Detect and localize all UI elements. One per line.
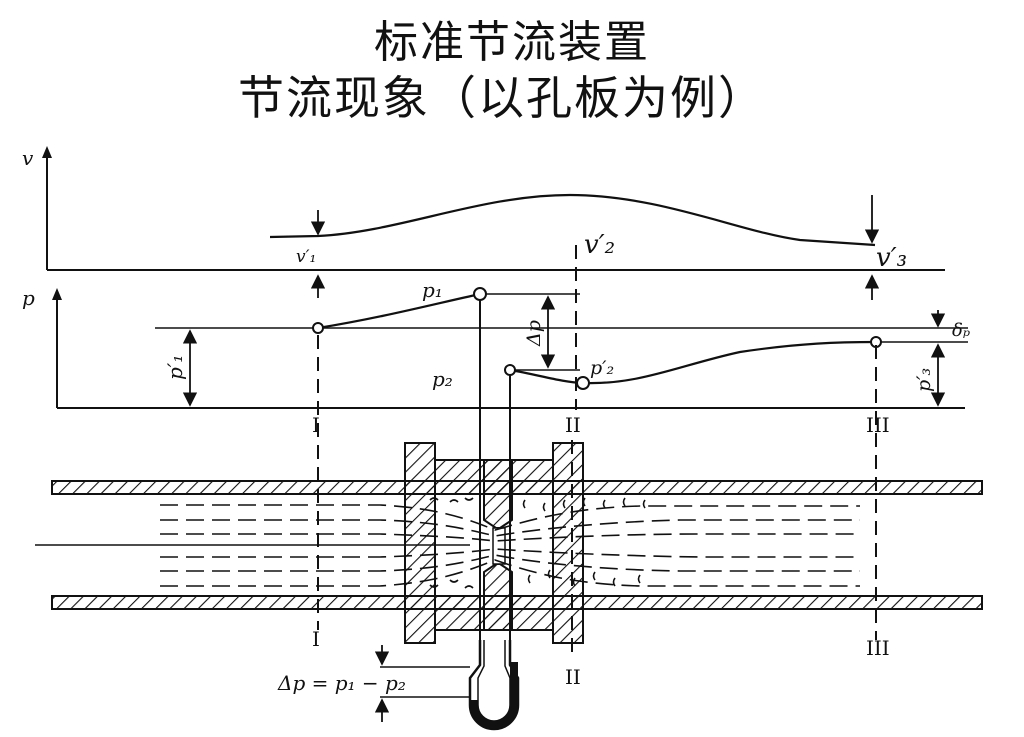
delta-p-label: Δp [523,320,545,347]
p2-prime-label: p′₂ [590,357,614,379]
p1-label: p₁ [422,278,443,302]
main-title: 标准节流装置 [374,17,650,68]
streamline [160,519,860,537]
orifice-plate-top [483,459,513,529]
manometer-inner-tube [477,640,511,722]
pressure-axis-arrow-icon [52,288,62,300]
eddy-marks [429,497,646,589]
section-2-bottom-label: II [565,665,581,689]
section-3-top-label: III [866,413,890,437]
p2-label: p₂ [432,367,453,391]
streamline [160,504,860,531]
orifice-plate-bottom [483,563,513,631]
point-p1 [473,287,487,301]
upstream-flange [404,442,436,644]
manometer-fluid [470,662,518,729]
streamline [160,548,860,558]
section-2-top-label: II [565,413,581,437]
streamline [160,554,860,572]
delta-loss-label: δₚ [952,320,970,341]
u-tube-manometer: Δp = p₁ − p₂ [277,640,520,731]
streamline [160,559,860,587]
velocity-axis-label: v [22,146,34,170]
pressure-difference-equation: Δp = p₁ − p₂ [277,671,406,695]
orifice-plate-assembly [404,442,584,644]
section-1-top-label: I [312,413,320,437]
section-1-bottom-label: I [312,627,320,651]
v1-label: v′₁ [296,247,316,267]
downstream-flange [552,442,584,644]
v2-label: v′₂ [584,230,615,260]
streamline [160,533,860,542]
point-p1-prime [312,322,324,334]
velocity-curve [269,193,876,247]
point-p2-prime [576,376,590,390]
v3-label: v′₃ [876,243,907,273]
flow-streamlines [160,504,860,587]
velocity-axis-arrow-icon [42,146,52,158]
p1-prime-label: p′₁ [163,355,187,380]
section-3-bottom-label: III [866,636,890,660]
p3-prime-label: p′₃ [913,368,935,392]
pressure-curve-downstream [509,340,877,385]
point-p2 [504,364,516,376]
velocity-panel: v v′₁ v′₂ v′₃ [22,146,945,300]
subtitle: 节流现象（以孔板为例） [238,71,766,125]
orifice-bore [492,527,506,565]
pressure-axis-label: p [22,286,35,310]
pressure-curve-upstream [317,292,481,330]
